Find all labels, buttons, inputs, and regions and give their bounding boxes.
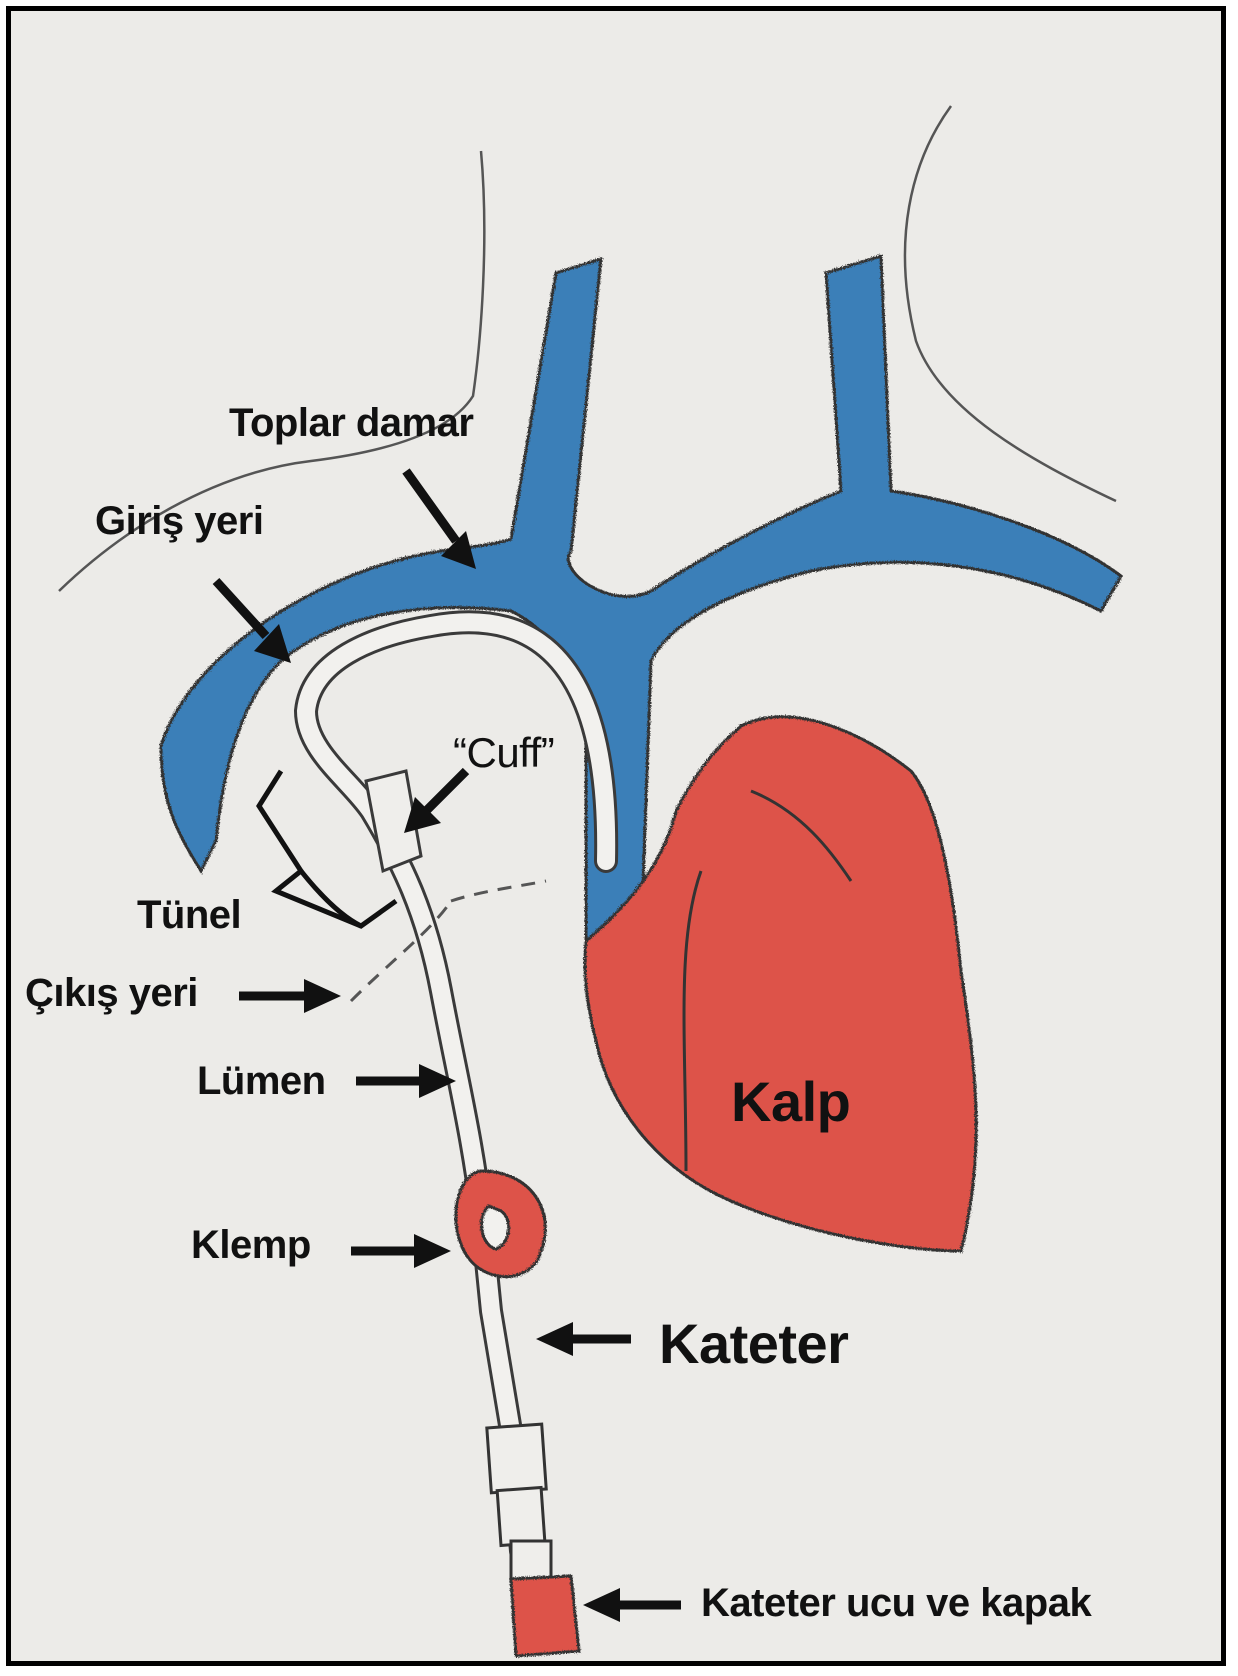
arrow-klemp: [351, 1234, 451, 1268]
diagram-frame: Toplar damar Giriş yeri “Cuff” Tünel Çık…: [6, 6, 1226, 1666]
label-kalp: Kalp: [731, 1069, 850, 1134]
label-klemp: Klemp: [191, 1223, 311, 1268]
cap-shape: [511, 1541, 579, 1656]
catheter-illustration: [11, 11, 1226, 1666]
arrow-kateter: [536, 1322, 631, 1356]
label-kateter: Kateter: [659, 1311, 848, 1376]
label-tunel: Tünel: [137, 893, 241, 938]
label-kateter-ucu: Kateter ucu ve kapak: [701, 1581, 1091, 1626]
label-toplar-damar: Toplar damar: [229, 401, 473, 446]
arrow-cuff: [404, 771, 466, 833]
label-giris-yeri: Giriş yeri: [95, 499, 263, 544]
vein-shape: [161, 256, 1121, 954]
arrow-kateter-ucu: [583, 1588, 681, 1622]
label-cuff: “Cuff”: [453, 729, 554, 777]
clamp-shape: [456, 1171, 545, 1277]
connector-segments: [487, 1424, 546, 1545]
arrow-cikis-yeri: [239, 979, 341, 1013]
arrow-lumen: [356, 1064, 456, 1098]
label-cikis-yeri: Çıkış yeri: [25, 971, 198, 1016]
label-lumen: Lümen: [197, 1059, 326, 1104]
